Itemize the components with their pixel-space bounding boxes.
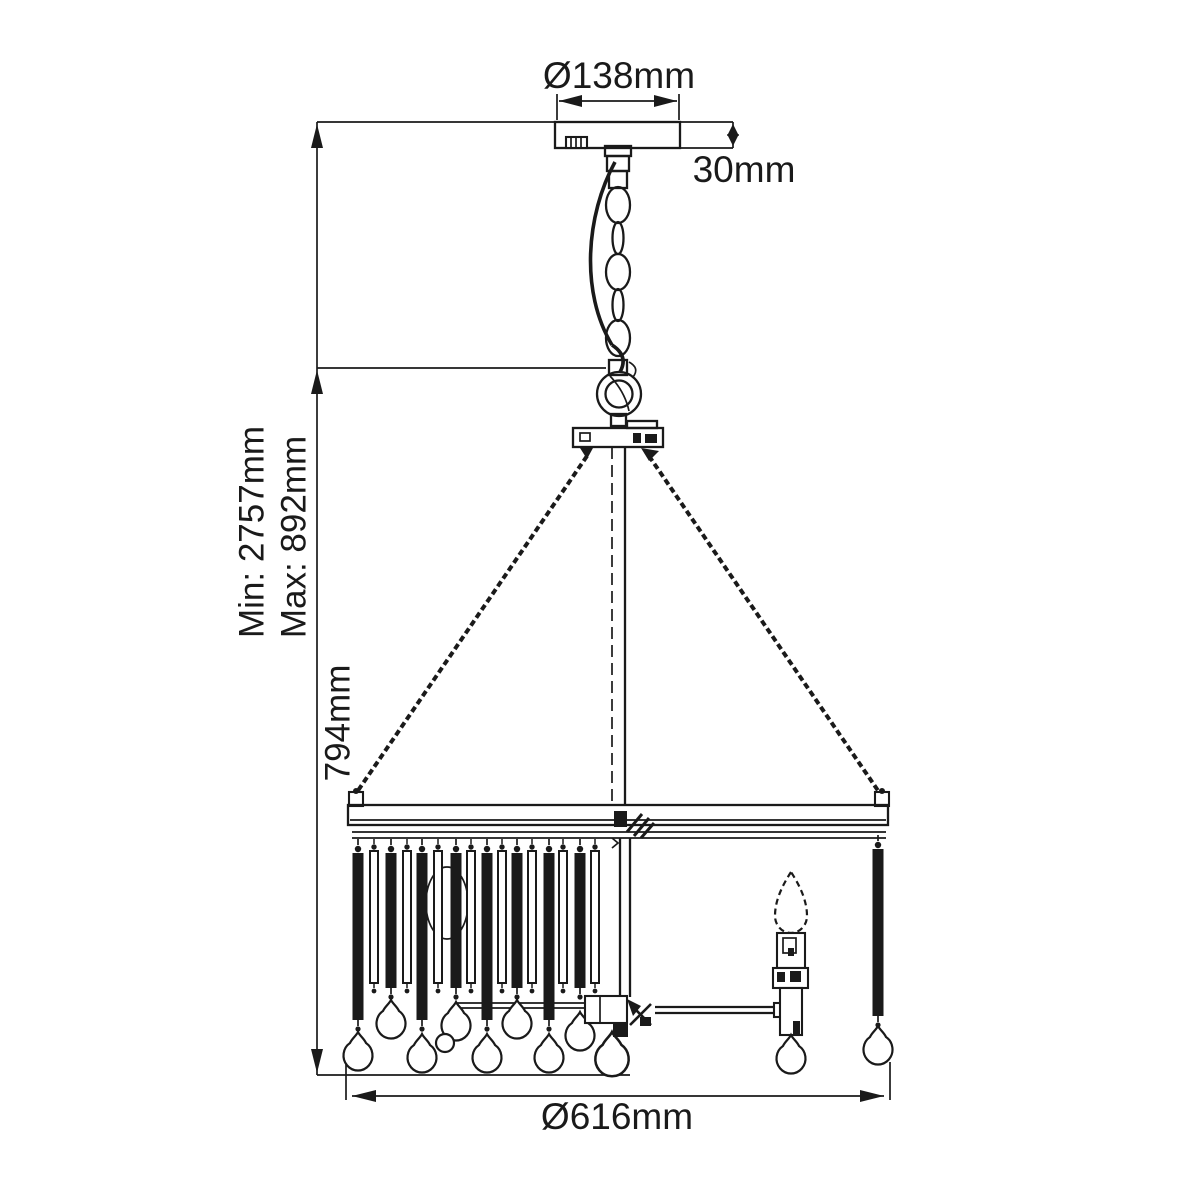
label-canopy-height: 30mm xyxy=(693,149,796,190)
teardrop xyxy=(406,1032,438,1074)
glass-rod xyxy=(480,838,494,1033)
teardrop xyxy=(471,1032,503,1074)
teardrop-far-right xyxy=(862,1024,894,1066)
dimension-left-vertical: Min: 2757mm Max: 892mm 794mm xyxy=(233,121,630,1076)
glass-rod xyxy=(466,838,476,995)
hub-plate xyxy=(571,419,665,461)
glass-rod xyxy=(590,838,600,995)
ceiling-canopy xyxy=(553,120,682,158)
loop-cord xyxy=(609,375,630,412)
glass-rod xyxy=(351,838,365,1033)
teardrop-crystals xyxy=(342,998,894,1078)
chain-anchor-left xyxy=(580,448,593,459)
candle-bulb xyxy=(773,869,809,935)
teardrop xyxy=(533,1032,565,1074)
label-body-diameter: Ø616mm xyxy=(541,1096,693,1137)
glass-rod xyxy=(384,838,398,1001)
label-suspension-min: Min: 2757mm xyxy=(233,426,272,638)
diagonal-chain-right xyxy=(647,454,881,794)
candle-bottom-crystal xyxy=(775,1033,807,1075)
glass-rod xyxy=(402,838,412,995)
chain-anchor-right xyxy=(641,448,659,461)
dimension-body-diameter: Ø616mm xyxy=(345,1062,891,1137)
loop-hook xyxy=(628,361,637,378)
glass-rod xyxy=(542,838,556,1033)
teardrop-center-large xyxy=(594,1030,630,1078)
arrow-down-shared xyxy=(311,1049,323,1073)
center-drop-pin xyxy=(613,1023,628,1037)
glass-rod xyxy=(558,838,568,995)
glass-rod xyxy=(449,838,463,1001)
label-suspension-max: Max: 892mm xyxy=(275,436,314,638)
glass-rod-far-right xyxy=(871,834,885,1029)
center-socket-assembly xyxy=(583,994,784,1037)
power-cord xyxy=(588,161,625,373)
glass-rod xyxy=(573,838,587,1001)
teardrop xyxy=(375,998,407,1040)
arrow-up-794 xyxy=(311,370,323,394)
glass-rod xyxy=(369,838,379,995)
candle-light xyxy=(771,869,810,1075)
suspension-loop xyxy=(595,358,643,428)
glass-rod xyxy=(415,838,429,1033)
glass-rod xyxy=(510,838,524,1001)
teardrop xyxy=(342,1030,374,1072)
stem-band-joint xyxy=(614,811,627,827)
diagonal-chain-left xyxy=(355,454,589,794)
suspension-chains xyxy=(355,454,881,794)
stem-clip xyxy=(611,837,620,849)
label-body-height: 794mm xyxy=(319,665,358,782)
glass-rod xyxy=(527,838,537,995)
glass-rod xyxy=(433,838,443,995)
ring-band xyxy=(346,788,891,849)
teardrop xyxy=(501,998,533,1040)
glass-rod xyxy=(497,838,507,995)
dimension-canopy-height: 30mm xyxy=(681,121,796,190)
hanging-chain xyxy=(588,154,632,373)
label-canopy-diameter: Ø138mm xyxy=(543,55,695,96)
center-stem xyxy=(611,447,627,805)
back-glass-panel xyxy=(425,866,469,940)
arrow-up-minmax xyxy=(311,124,323,148)
small-crystal-ball xyxy=(434,1032,456,1054)
dimension-canopy-diameter: Ø138mm xyxy=(543,55,695,120)
